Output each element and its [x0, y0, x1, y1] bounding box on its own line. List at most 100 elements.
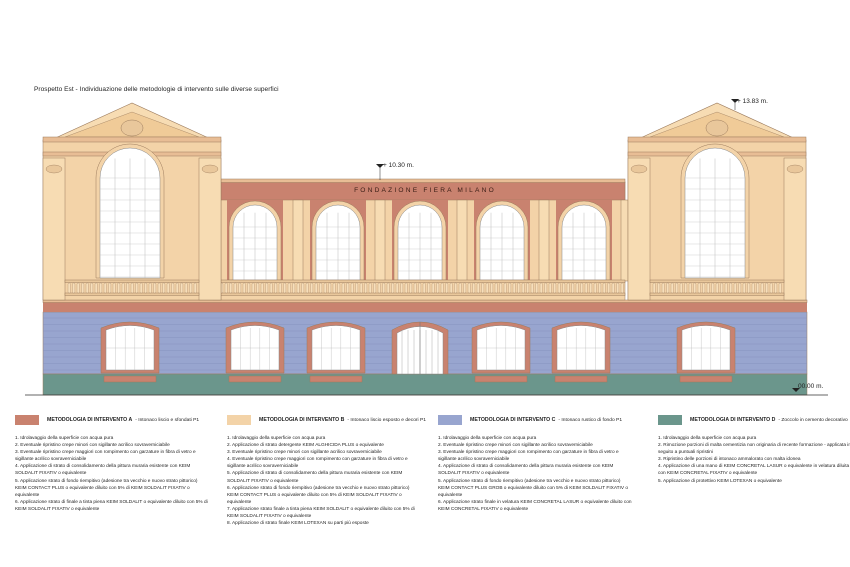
- center-balustrade-baluster: [494, 282, 498, 294]
- center-balustrade-baluster: [566, 282, 570, 294]
- left-wing-balustrade-baluster: [81, 282, 85, 294]
- right-wing-pilaster-right: [783, 157, 807, 301]
- left-wing-balustrade-baluster: [130, 282, 134, 294]
- left-wing-balustrade-baluster: [94, 282, 98, 294]
- right-wing-entablature: [627, 136, 807, 143]
- left-wing-balustrade-baluster: [135, 282, 139, 294]
- left-wing-balustrade-baluster: [166, 282, 170, 294]
- center-balustrade-rail: [212, 279, 626, 283]
- method-step: 4. Eventuale ripristino crepe maggiori c…: [227, 457, 408, 470]
- ground-window-3-sill-panel: [474, 375, 528, 383]
- left-wing-balustrade-baluster: [103, 282, 107, 294]
- swatch-b: [227, 415, 251, 425]
- right-wing-balustrade-baluster: [724, 282, 728, 294]
- center-balustrade-baluster: [463, 282, 467, 294]
- drawing-title: Prospetto Est - Individuazione delle met…: [34, 86, 279, 93]
- right-wing-balustrade-baluster: [675, 282, 679, 294]
- method-step: 3. Eventuale ripristino crepe maggiori c…: [438, 450, 619, 463]
- method-step: 5. Applicazione di strato di consolidame…: [227, 471, 403, 484]
- center-balustrade-baluster: [571, 282, 575, 294]
- left-wing-pilaster-left: [42, 157, 66, 301]
- legend-method-b: METODOLOGIA DI INTERVENTO B - Intonaco l…: [227, 413, 426, 527]
- right-wing-balustrade-baluster: [711, 282, 715, 294]
- right-wing-balustrade-baluster: [706, 282, 710, 294]
- right-wing-balustrade-baluster: [765, 282, 769, 294]
- right-wing-balustrade-baluster: [733, 282, 737, 294]
- center-balustrade-baluster: [499, 282, 503, 294]
- legend-header: METODOLOGIA DI INTERVENTO B - Intonaco l…: [227, 413, 426, 427]
- left-wing-balustrade-baluster: [180, 282, 184, 294]
- center-pilaster-1: [292, 199, 304, 282]
- facade-shapes: [25, 99, 828, 396]
- left-wing-balustrade-baluster: [126, 282, 130, 294]
- center-balustrade-baluster: [490, 282, 494, 294]
- center-balustrade-baluster: [256, 282, 260, 294]
- center-balustrade-baluster: [287, 282, 291, 294]
- left-wing-balustrade-baluster: [67, 282, 71, 294]
- right-wing-balustrade-baluster: [693, 282, 697, 294]
- center-balustrade-baluster: [386, 282, 390, 294]
- center-balustrade-baluster: [485, 282, 489, 294]
- legend-method-c: METODOLOGIA DI INTERVENTO C - Intonaco r…: [438, 413, 633, 513]
- left-wing-balustrade-baluster: [117, 282, 121, 294]
- method-step: 5. Applicazione di protettivo KEIM LOTEX…: [658, 478, 782, 484]
- method-steps: 1. Idrolavaggio della superficie con acq…: [15, 435, 210, 513]
- center-balustrade-baluster: [539, 282, 543, 294]
- center-balustrade-baluster: [251, 282, 255, 294]
- center-cornice: [212, 178, 626, 183]
- elevation-right-wing: + 13.83 m.: [737, 98, 768, 105]
- center-balustrade-baluster: [301, 282, 305, 294]
- method-step: 2. Eventuale ripristino crepe minori con…: [438, 443, 593, 449]
- right-wing-balustrade-baluster: [756, 282, 760, 294]
- swatch-a: [15, 415, 39, 425]
- method-name: METODOLOGIA DI INTERVENTO B: [259, 417, 345, 423]
- method-name: METODOLOGIA DI INTERVENTO D: [690, 417, 776, 423]
- right-wing-balustrade-baluster: [657, 282, 661, 294]
- center-balustrade-baluster: [512, 282, 516, 294]
- right-wing-balustrade-baluster: [778, 282, 782, 294]
- center-balustrade-baluster: [323, 282, 327, 294]
- center-balustrade-baluster: [296, 282, 300, 294]
- center-balustrade-baluster: [580, 282, 584, 294]
- elevation-center: + 10.30 m.: [383, 162, 414, 169]
- right-wing-capital-left: [630, 164, 648, 174]
- swatch-d: [658, 415, 682, 425]
- right-wing-capital-right: [786, 164, 804, 174]
- center-balustrade-baluster: [265, 282, 269, 294]
- left-wing-cartouche: [120, 119, 144, 137]
- east-elevation-drawing: FONDAZIONE FIERA MILANO: [25, 99, 828, 396]
- method-step: 2. Eventuale ripristino crepe minori con…: [15, 443, 170, 449]
- center-balustrade-baluster: [274, 282, 278, 294]
- center-balustrade-baluster: [602, 282, 606, 294]
- center-balustrade-baluster: [292, 282, 296, 294]
- left-wing-balustrade-baluster: [99, 282, 103, 294]
- method-step: 5. Applicazione strato di fondo riempiti…: [15, 478, 198, 498]
- method-name: METODOLOGIA DI INTERVENTO C: [470, 417, 556, 423]
- method-step: 5. Applicazione strato di fondo riempiti…: [438, 478, 628, 498]
- right-wing-balustrade-baluster: [774, 282, 778, 294]
- legend-method-a: METODOLOGIA DI INTERVENTO A - Intonaco l…: [15, 413, 210, 513]
- legend-method-d: METODOLOGIA DI INTERVENTO D - Zoccolo in…: [658, 413, 850, 485]
- elevation-ground: 00.00 m.: [798, 383, 824, 390]
- left-wing-balustrade-base: [64, 292, 200, 296]
- ground-window-0-glass: [105, 325, 155, 371]
- left-wing-balustrade-baluster: [148, 282, 152, 294]
- center-balustrade-baluster: [314, 282, 318, 294]
- method-step: 7. Applicazione strato finale a tinta pi…: [227, 506, 415, 520]
- center-balustrade-baluster: [562, 282, 566, 294]
- left-wing-balustrade-baluster: [90, 282, 94, 294]
- right-wing-balustrade-baluster: [747, 282, 751, 294]
- right-wing-balustrade-baluster: [738, 282, 742, 294]
- center-pilaster-2: [374, 199, 386, 282]
- left-wing-balustrade-baluster: [72, 282, 76, 294]
- center-balustrade-baluster: [341, 282, 345, 294]
- center-balustrade-baluster: [458, 282, 462, 294]
- center-balustrade-baluster: [260, 282, 264, 294]
- right-wing-cartouche: [705, 119, 729, 137]
- method-step: 1. Idrolavaggio della superficie con acq…: [438, 436, 537, 441]
- center-balustrade-baluster: [472, 282, 476, 294]
- left-wing-balustrade-baluster: [108, 282, 112, 294]
- right-wing-pilaster-left: [627, 157, 651, 301]
- center-balustrade-baluster: [409, 282, 413, 294]
- legend-header: METODOLOGIA DI INTERVENTO C - Intonaco r…: [438, 413, 633, 427]
